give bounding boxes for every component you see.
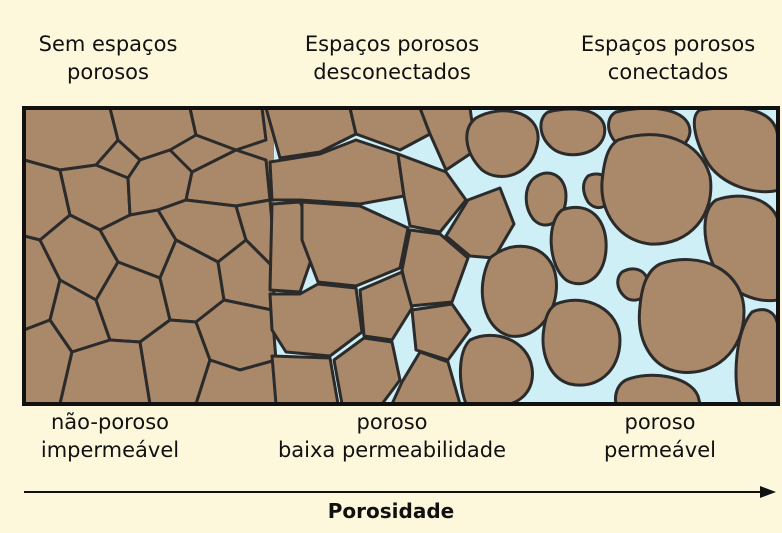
- section-frame: [22, 106, 780, 406]
- label-no-pores-line2: porosos: [67, 60, 149, 84]
- label-permeable-line2: permeável: [604, 438, 716, 462]
- label-connected-line1: Espaços porosos: [580, 32, 756, 56]
- label-permeable: poroso permeável: [560, 408, 760, 464]
- label-nonporous-line2: impermeável: [40, 438, 180, 462]
- label-no-pores-line1: Sem espaços: [38, 32, 178, 56]
- label-low-permeability-line1: poroso: [356, 410, 428, 434]
- label-disconnected-line1: Espaços porosos: [304, 32, 480, 56]
- label-low-permeability-line2: baixa permeabilidade: [277, 438, 507, 462]
- label-permeable-line1: poroso: [624, 410, 696, 434]
- porosity-arrowhead-icon: [760, 486, 776, 498]
- grains: [24, 108, 778, 404]
- axis-title-porosity: Porosidade: [327, 499, 455, 523]
- label-nonporous-line1: não-poroso: [51, 410, 169, 434]
- label-connected-line2: conectados: [607, 60, 729, 84]
- label-disconnected-line2: desconectados: [313, 60, 471, 84]
- label-nonporous: não-poroso impermeável: [10, 408, 210, 464]
- label-disconnected-pores: Espaços porosos desconectados: [282, 30, 502, 86]
- label-connected-pores: Espaços porosos conectados: [558, 30, 778, 86]
- label-no-pores: Sem espaços porosos: [18, 30, 198, 86]
- label-low-permeability: poroso baixa permeabilidade: [262, 408, 522, 464]
